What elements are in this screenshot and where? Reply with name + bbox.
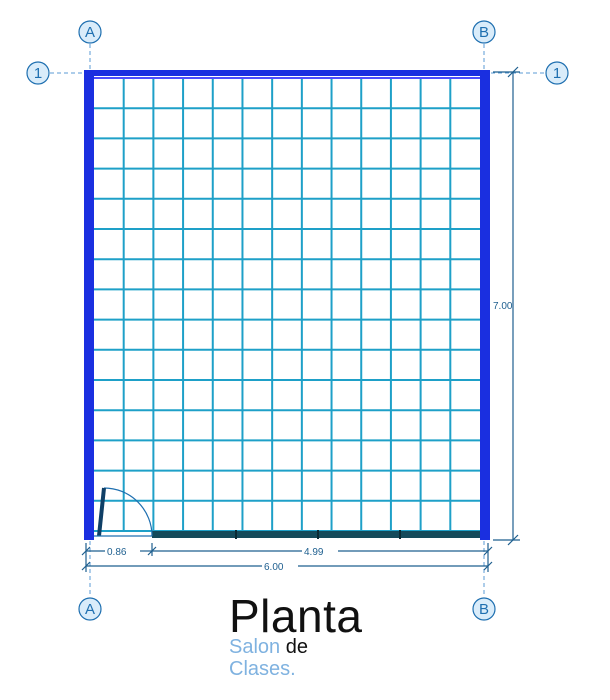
bubble-a-bottom: A <box>78 597 102 621</box>
subtitle-word-salon: Salon <box>229 636 281 658</box>
bubble-a-top: A <box>78 20 102 44</box>
bubble-b-bottom: B <box>472 597 496 621</box>
bottom-floor-strip <box>152 531 480 538</box>
bubble-b-top: B <box>472 20 496 44</box>
walls <box>84 70 490 540</box>
door <box>94 487 153 537</box>
subtitle-word-clases: Clases. <box>229 658 296 681</box>
top-wall <box>84 70 490 76</box>
bottom-strip-dividers <box>235 530 401 539</box>
right-segment-dimension-label: 4.99 <box>304 547 324 558</box>
bubble-1-left: 1 <box>26 61 50 85</box>
svg-text:A: A <box>85 24 95 41</box>
bubble-1-right: 1 <box>545 61 569 85</box>
subtitle-word-de: de <box>285 636 308 658</box>
door-swing-arc <box>103 487 153 537</box>
svg-text:A: A <box>85 601 95 618</box>
svg-text:B: B <box>479 24 489 41</box>
svg-text:1: 1 <box>34 65 42 82</box>
svg-text:B: B <box>479 601 489 618</box>
grid-bubbles: A B 1 1 A B <box>26 20 569 621</box>
left-offset-dimension-label: 0.86 <box>107 547 127 558</box>
width-dimensions <box>81 543 493 572</box>
door-leaf <box>97 487 106 537</box>
height-dimension-label: 7.00 <box>493 301 513 312</box>
total-width-dimension-label: 6.00 <box>264 562 284 573</box>
floor-tile-grid <box>94 78 480 532</box>
right-wall <box>480 70 490 540</box>
drawing-subtitle: Salon de Clases. <box>229 636 409 681</box>
svg-text:1: 1 <box>553 65 561 82</box>
height-dimension <box>493 66 520 546</box>
left-wall <box>84 70 94 540</box>
drawing-title: Planta <box>229 590 363 642</box>
